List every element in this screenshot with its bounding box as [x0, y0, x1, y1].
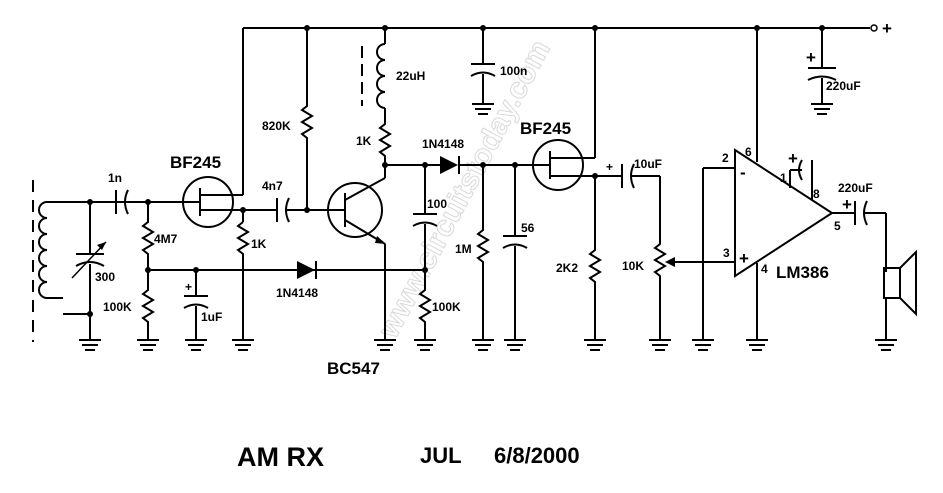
pin-6: 6: [745, 145, 752, 159]
date-month: JUL: [420, 443, 462, 468]
resistor-1k-collector: 1K: [356, 108, 440, 178]
capacitor-4n7: 4n7: [243, 179, 332, 223]
tuning-capacitor-300: 300: [71, 199, 115, 317]
label-r-820k: 820K: [262, 119, 291, 133]
label-c-56: 56: [521, 221, 535, 235]
pin-8: 8: [813, 187, 820, 201]
capacitor-1n: 1n: [108, 171, 185, 215]
label-c-4n7: 4n7: [262, 179, 283, 193]
diagram-title: AM RX: [237, 442, 324, 472]
label-c-100n: 100n: [500, 64, 527, 78]
resistor-100k-emitter: 100K: [414, 267, 461, 351]
fet-bf245-1: BF245: [170, 28, 244, 228]
label-plus: +: [739, 249, 749, 268]
label-r-1k-source: 1K: [251, 237, 267, 251]
label-d1: 1N4148: [422, 137, 464, 151]
label-c-220uf-supply: 220uF: [826, 79, 861, 93]
label-r-100k-left: 100K: [103, 300, 132, 314]
potentiometer-10k: 10K: [622, 176, 735, 351]
label-r-2k2: 2K2: [556, 261, 578, 275]
speaker-icon: [875, 249, 917, 351]
label-plus-bypass: +: [788, 149, 798, 168]
label-c-100: 100: [427, 197, 447, 211]
supply-rail: +: [243, 19, 892, 38]
ground-bc547-emitter: [374, 339, 396, 351]
capacitor-10uf: + 10uF: [595, 157, 662, 189]
resistor-1m: 1M: [455, 165, 494, 351]
resistor-1k-source: 1K: [232, 207, 267, 351]
capacitor-1uf: + 1uF: [183, 270, 222, 351]
label-c-1n: 1n: [108, 171, 122, 185]
capacitor-220uf-supply: + 220uF: [806, 28, 861, 115]
label-c-10uf: 10uF: [634, 157, 662, 171]
inductor-22uh: 22uH: [361, 28, 425, 109]
label-bc547: BC547: [327, 359, 380, 378]
label-minus: -: [740, 163, 746, 182]
pin-1: 1: [780, 171, 787, 185]
label-c-220uf-out: 220uF: [838, 181, 873, 195]
diode-1n4148-bottom: 1N4148: [276, 261, 318, 300]
label-plus-1uf: +: [185, 280, 192, 294]
label-plus-out: +: [842, 195, 852, 214]
label-r-1k-collector: 1K: [356, 134, 372, 148]
fet-bf245-2: BF245: [520, 28, 596, 191]
label-pot-10k: 10K: [622, 259, 644, 273]
ground-left: [79, 314, 101, 351]
supply-plus-label: +: [882, 19, 892, 38]
date-value: 6/8/2000: [494, 443, 580, 468]
label-r-100k-emitter: 100K: [432, 300, 461, 314]
capacitor-100n: 100n: [470, 28, 527, 115]
resistor-2k2: 2K2: [556, 173, 606, 351]
label-r-1m: 1M: [455, 242, 472, 256]
ferrite-antenna: [32, 180, 125, 342]
label-plus-220-supply: +: [806, 48, 816, 67]
pin-4: 4: [761, 262, 768, 276]
label-d2: 1N4148: [276, 286, 318, 300]
pin-3: 3: [723, 246, 730, 260]
capacitor-220uf-output: + 220uF: [838, 181, 887, 272]
label-fet1: BF245: [170, 153, 221, 172]
label-plus-10uf: +: [606, 160, 613, 174]
label-c-300: 300: [95, 270, 115, 284]
capacitor-56: 56: [502, 165, 535, 351]
amplifier-lm386: - + LM386 2 3 6 4 1 8 + 5: [692, 28, 855, 351]
transistor-bc547: BC547: [327, 177, 386, 378]
resistor-100k-left: 100K: [103, 270, 159, 351]
label-r-4m7: 4M7: [154, 232, 178, 246]
pin-5: 5: [834, 219, 841, 233]
pin-2: 2: [722, 151, 729, 165]
label-lm386: LM386: [776, 263, 829, 282]
label-l-22uh: 22uH: [396, 69, 425, 83]
label-fet2: BF245: [520, 119, 571, 138]
capacitor-100: 100: [412, 162, 447, 270]
diode-1n4148-top: 1N4148: [422, 137, 535, 174]
label-c-1uf: 1uF: [201, 310, 222, 324]
resistor-820k: 820K: [262, 28, 314, 210]
